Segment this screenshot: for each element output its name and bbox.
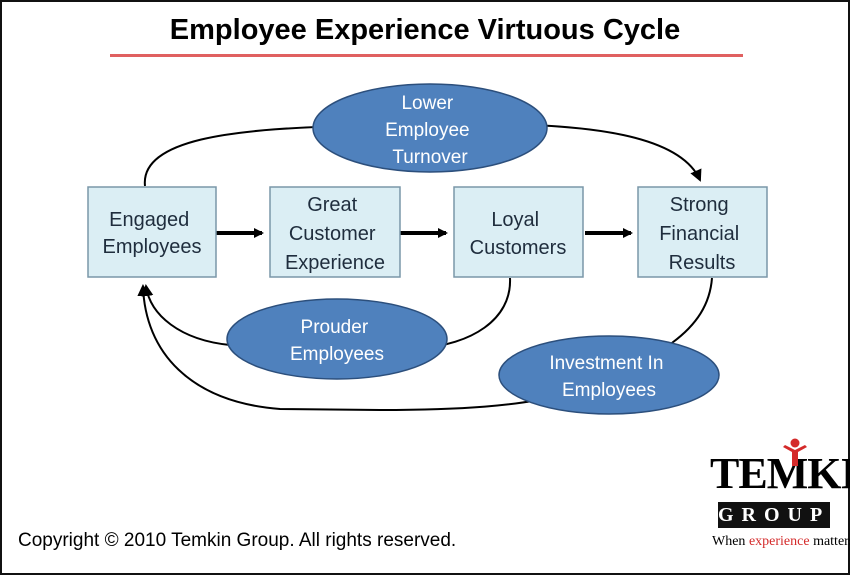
svg-text:Great Customer Exp: Great Customer Experience [285, 194, 385, 274]
svg-text:Lower Employee Tur: Lower Employee Turnover [385, 93, 475, 168]
svg-text:Strong Financial R: Strong Financial Results [659, 194, 745, 274]
logo-wordmark: TEMKIN [710, 449, 850, 498]
logo-group-bar: GROUP [718, 502, 831, 528]
oval-investment-in-employees: Investment In Employees [498, 335, 720, 415]
box-loyal-customers: Loyal Customers [453, 186, 584, 278]
box-great-customer-experience: Great Customer Experience [269, 186, 401, 278]
box-engaged-employees: Engaged Employees [87, 186, 217, 278]
title-underline [110, 54, 743, 57]
svg-text:Loyal Customers: Loyal Customers [470, 209, 567, 259]
logo-tagline: When experience matters [712, 534, 850, 549]
svg-text:Engaged Employees: Engaged Employees [103, 209, 202, 258]
box-strong-financial-results: Strong Financial Results [637, 186, 768, 278]
temkin-group-logo: TEMKIN GROUP When experience matters [710, 438, 850, 560]
oval-prouder-employees: Prouder Employees [226, 298, 448, 380]
page-title: Employee Experience Virtuous Cycle [169, 14, 681, 46]
copyright-text: Copyright © 2010 Temkin Group. All right… [18, 530, 457, 551]
svg-text:Investment In Employees: Investment In Employees [549, 353, 668, 401]
logo-figure-icon [783, 438, 807, 466]
oval-lower-employee-turnover: Lower Employee Turnover [312, 83, 548, 173]
svg-text:Prouder Employees: Prouder Employees [290, 317, 384, 365]
